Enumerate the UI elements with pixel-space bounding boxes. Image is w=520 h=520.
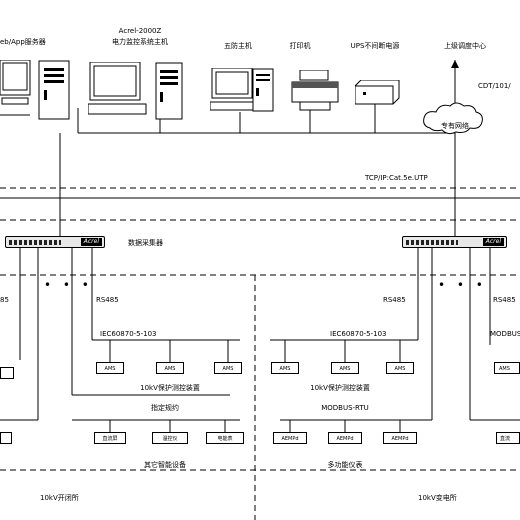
other-devices-label: 其它智能设备 <box>144 461 186 469</box>
host-title-label: Acrel-2000Z <box>118 27 162 35</box>
ellipsis-right: • • • <box>438 278 487 292</box>
cloud-icon <box>423 102 483 135</box>
ams-box: AMS <box>214 362 242 374</box>
fire-host-monitor-icon <box>209 67 258 113</box>
web-server-tower-icon <box>38 60 76 122</box>
cdt-label: CDT/101/ <box>478 82 511 90</box>
iec-label-right: IEC60870-5-103 <box>330 330 387 338</box>
protection-label-mid: 10kV保护测控装置 <box>310 384 370 392</box>
dc-screen-box: 直流屏 <box>94 432 126 444</box>
data-collector-left: Acrel <box>5 236 105 248</box>
modbus-label-cut: MODBUS <box>490 330 520 338</box>
ams-box-cut-right: AMS <box>494 362 520 374</box>
stipulated-protocol-label: 指定规约 <box>151 404 179 412</box>
fire-host-label: 五防主机 <box>224 42 252 50</box>
collector-brand: Acrel <box>80 238 102 246</box>
protection-label-left: 10kV保护测控装置 <box>140 384 200 392</box>
device-box-cut-left <box>0 432 12 444</box>
iec-label-left: IEC60870-5-103 <box>100 330 157 338</box>
ups-icon <box>354 79 400 106</box>
host-tower-icon <box>155 62 185 122</box>
data-collector-right: Acrel <box>402 236 507 248</box>
collector-ports-icon <box>406 240 458 245</box>
arrow-up-icon <box>451 60 459 68</box>
upper-center-label: 上级调度中心 <box>444 42 486 50</box>
ams-box: AMS <box>331 362 359 374</box>
ams-box-cut-left <box>0 367 14 379</box>
web-server-label: eb/App服务器 <box>0 38 46 46</box>
multi-meter-label: 多功能仪表 <box>327 461 363 469</box>
ellipsis-left: • • • <box>44 278 93 292</box>
energy-meter-box: 电能表 <box>206 432 244 444</box>
ams-box: AMS <box>386 362 414 374</box>
ups-label: UPS不间断电源 <box>350 42 400 50</box>
collector-label: 数据采集器 <box>128 239 163 247</box>
ams-box: AMS <box>96 362 124 374</box>
switch-station-label: 10kV开闭所 <box>40 494 79 502</box>
aem-meter-box: AEMPd <box>273 432 307 444</box>
aem-meter-box: AEMPd <box>328 432 362 444</box>
private-network-label: 专有网络 <box>441 122 469 130</box>
temp-controller-box: 温控仪 <box>152 432 188 444</box>
modbus-rtu-label: MODBUS-RTU <box>321 404 369 412</box>
aem-meter-box: AEMPd <box>383 432 417 444</box>
collector-ports-icon <box>9 240 61 245</box>
host-monitor-icon <box>87 61 153 117</box>
substation-label: 10kV变电所 <box>418 494 457 502</box>
collector-brand: Acrel <box>482 238 504 246</box>
web-server-monitor-icon <box>0 59 35 110</box>
rs485-label-left: RS485 <box>96 296 119 304</box>
tcpip-label: TCP/IP:Cat.5e.UTP <box>365 174 428 182</box>
ams-box: AMS <box>271 362 299 374</box>
fire-host-tower-icon <box>252 68 274 113</box>
host-subtitle-label: 电力监控系统主机 <box>112 38 168 46</box>
printer-icon <box>290 69 342 112</box>
rs485-label-far-right: RS485 <box>493 296 516 304</box>
ams-box: AMS <box>156 362 184 374</box>
rs485-label-left-cut: 85 <box>0 296 9 304</box>
printer-label: 打印机 <box>289 42 311 50</box>
rs485-label-right: RS485 <box>383 296 406 304</box>
dc-box-cut-right: 直流 <box>496 432 520 444</box>
